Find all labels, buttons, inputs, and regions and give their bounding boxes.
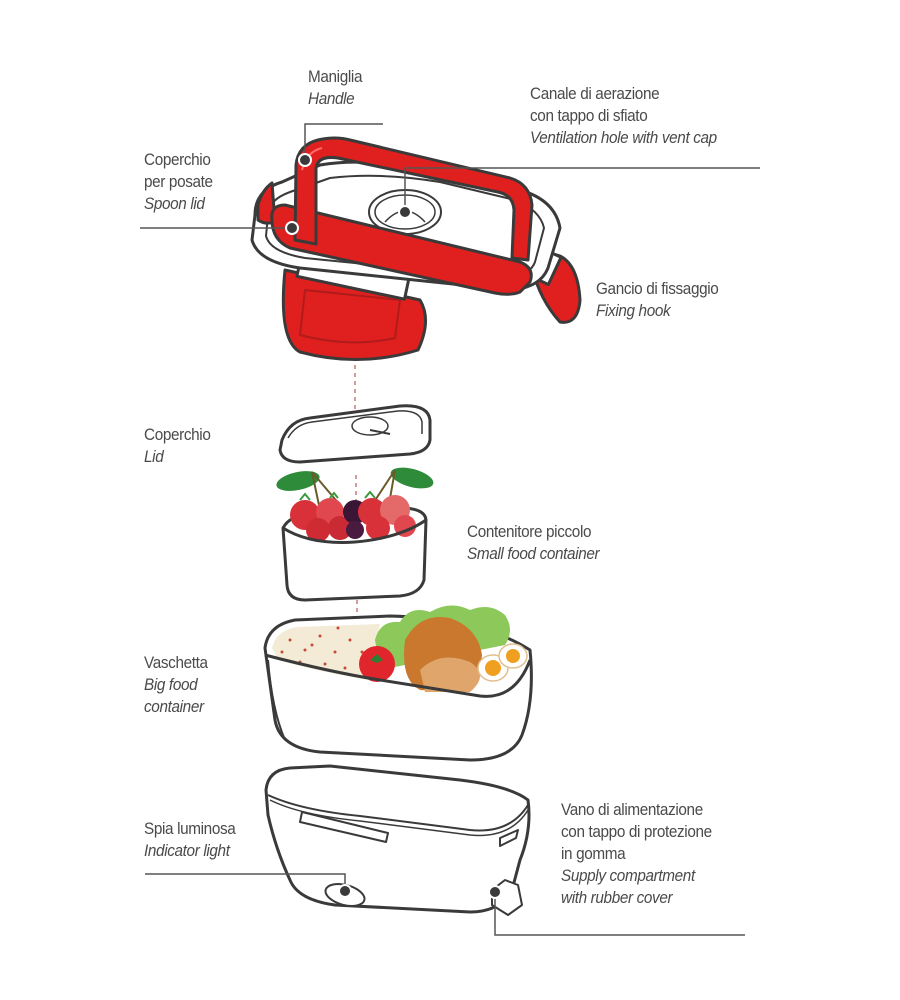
label-indicator-light-en: Indicator light <box>144 841 230 860</box>
label-big-container-en-2: container <box>144 697 204 716</box>
label-supply-it-1: Vano di alimentazione <box>561 800 703 819</box>
label-vent-it-1: Canale di aerazione <box>530 84 660 103</box>
label-vent-en: Ventilation hole with vent cap <box>530 128 717 147</box>
label-fixing-hook-en: Fixing hook <box>596 301 671 320</box>
label-supply-en-2: with rubber cover <box>561 888 673 907</box>
label-vent-it-2: con tappo di sfiato <box>530 106 648 125</box>
fruit <box>276 467 434 542</box>
label-lid-it: Coperchio <box>144 425 211 444</box>
label-spoon-lid: Coperchio per posate Spoon lid <box>144 149 213 215</box>
label-small-container: Contenitore piccolo Small food container <box>467 521 600 565</box>
top-lid <box>250 136 582 361</box>
small-lid <box>278 404 432 464</box>
label-small-container-en: Small food container <box>467 544 600 563</box>
label-fixing-hook: Gancio di fissaggio Fixing hook <box>596 278 719 322</box>
label-lid: Coperchio Lid <box>144 424 211 468</box>
label-small-container-it: Contenitore piccolo <box>467 522 592 541</box>
big-container <box>263 605 533 762</box>
leader-dots <box>285 153 502 899</box>
label-spoon-lid-it-1: Coperchio <box>144 150 211 169</box>
label-spoon-lid-en: Spoon lid <box>144 194 205 213</box>
label-supply-en-1: Supply compartment <box>561 866 695 885</box>
label-big-container-en-1: Big food <box>144 675 198 694</box>
label-big-container-it: Vaschetta <box>144 653 208 672</box>
label-supply-it-3: in gomma <box>561 844 626 863</box>
label-fixing-hook-it: Gancio di fissaggio <box>596 279 719 298</box>
label-spoon-lid-it-2: per posate <box>144 172 213 191</box>
label-lid-en: Lid <box>144 447 164 466</box>
label-handle-it: Maniglia <box>308 67 363 86</box>
label-handle: Maniglia Handle <box>308 66 362 110</box>
label-big-container: Vaschetta Big food container <box>144 652 208 718</box>
label-indicator-light-it: Spia luminosa <box>144 819 236 838</box>
label-indicator-light: Spia luminosa Indicator light <box>144 818 236 862</box>
label-supply-it-2: con tappo di protezione <box>561 822 712 841</box>
base-heater <box>264 764 531 916</box>
label-vent: Canale di aerazione con tappo di sfiato … <box>530 83 717 149</box>
small-container-rim <box>282 518 427 544</box>
label-handle-en: Handle <box>308 89 355 108</box>
label-supply-compartment: Vano di alimentazione con tappo di prote… <box>561 799 712 909</box>
